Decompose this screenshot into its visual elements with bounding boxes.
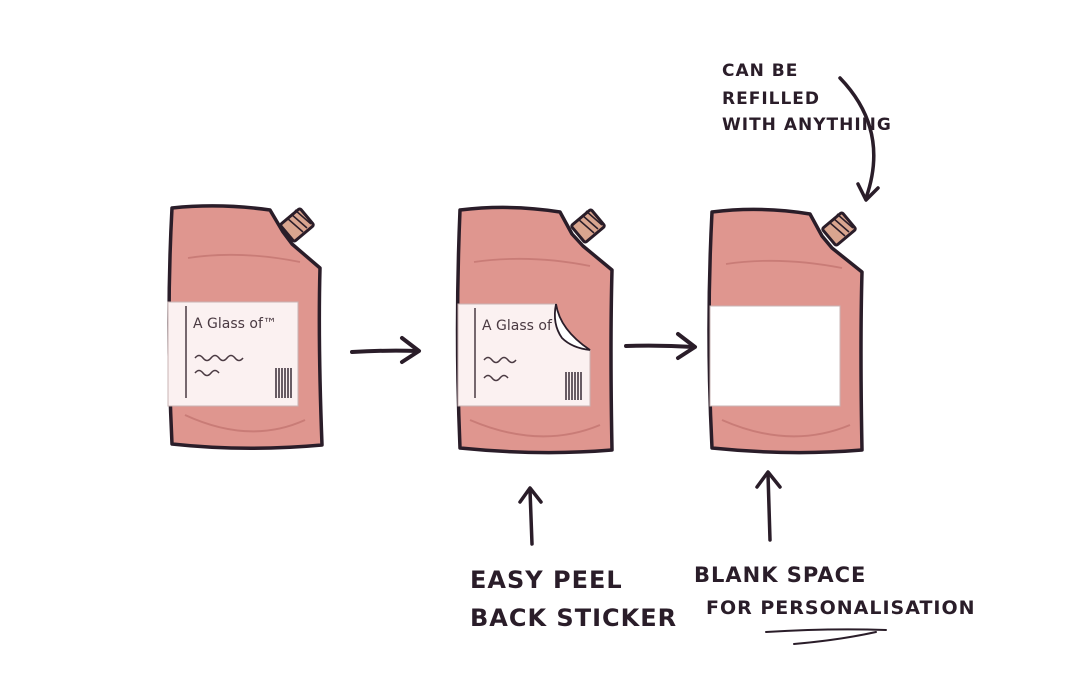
pouch-2-fold [473, 257, 591, 267]
arrow-right-2-icon [624, 332, 697, 360]
annotation-refill-line-3: WITH ANYTHING [722, 115, 892, 135]
pouch-1-barcode [275, 368, 292, 398]
pouch-1-label: A Glass of™ [167, 301, 299, 407]
refill-arrow-icon [838, 76, 880, 202]
pouch-3 [707, 207, 864, 455]
pouch-2: A Glass of [455, 205, 614, 455]
pouch-3-blank-label [709, 305, 841, 407]
pouch-2-label-title: A Glass of [482, 318, 553, 334]
annotation-blank: BLANK SPACE FOR PERSONALISATION [694, 563, 976, 619]
pouch-2-barcode [565, 372, 582, 400]
annotation-peel: EASY PEEL BACK STICKER [470, 566, 677, 632]
annotation-refill-line-1: CAN BE [722, 61, 798, 81]
annotation-refill: CAN BE REFILLED WITH ANYTHING [722, 61, 892, 135]
underline-swoosh [765, 628, 887, 645]
arrow-up-blank-icon [755, 470, 782, 542]
pouch-3-cap [821, 211, 857, 247]
pouch-1-fold [187, 253, 301, 263]
pouch-1-crease [184, 414, 306, 433]
annotation-peel-line-2: BACK STICKER [470, 604, 677, 632]
pouch-1-label-title: A Glass of™ [193, 316, 277, 332]
pouch-2-cap [570, 208, 606, 244]
pouch-2-peel-corner [553, 303, 591, 351]
pouch-2-label-peeling: A Glass of [457, 303, 591, 407]
annotation-peel-line-1: EASY PEEL [470, 566, 623, 594]
pouch-1: A Glass of™ [167, 204, 324, 451]
arrow-right-1-icon [350, 336, 421, 364]
pouch-3-crease [721, 419, 851, 438]
pouch-2-crease [469, 419, 601, 438]
annotation-blank-line-2: FOR PERSONALISATION [706, 597, 976, 619]
pouch-3-fold [725, 259, 843, 269]
arrow-up-peel-icon [518, 486, 543, 546]
annotation-blank-line-1: BLANK SPACE [694, 563, 866, 587]
annotation-refill-line-2: REFILLED [722, 89, 820, 109]
pouch-1-cap [279, 207, 315, 243]
